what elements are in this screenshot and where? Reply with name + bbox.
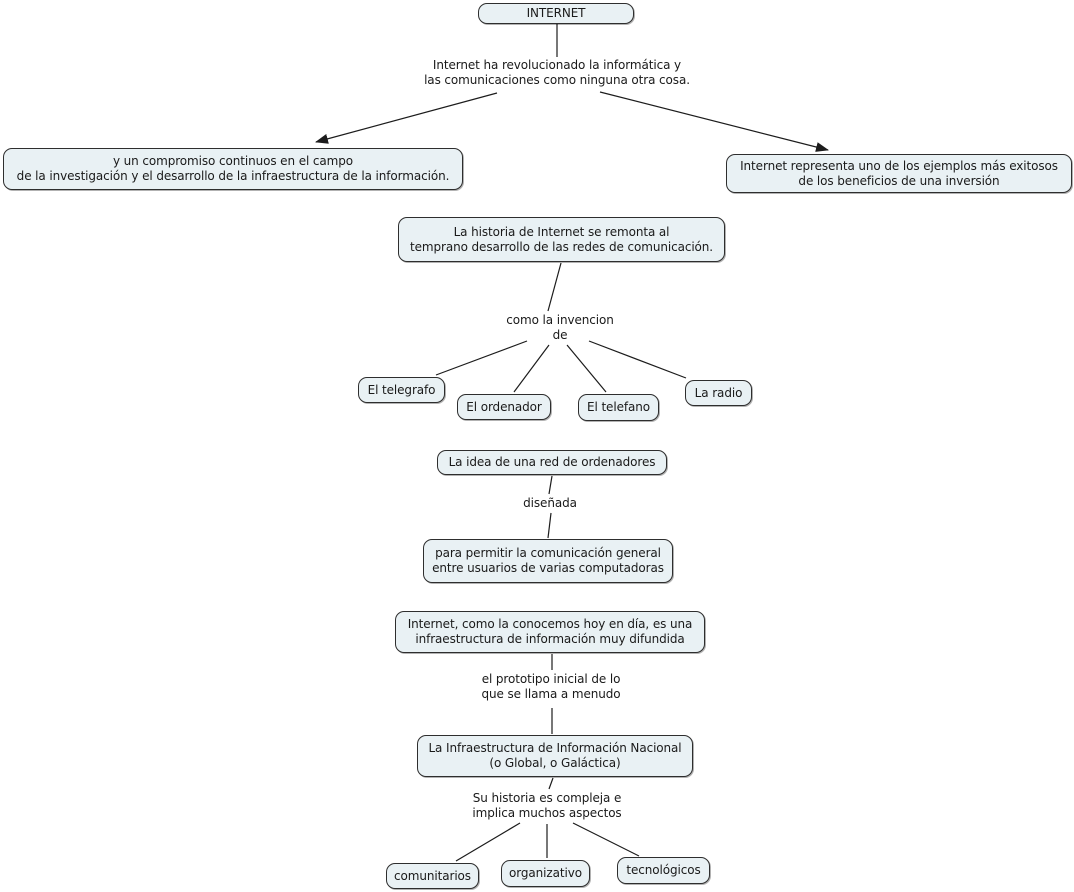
node-idea[interactable]: La idea de una red de ordenadores: [437, 450, 667, 475]
node-ordenador[interactable]: El ordenador: [457, 394, 551, 420]
phrase-prototipo[interactable]: el prototipo inicial de lo que se llama …: [481, 672, 621, 701]
node-internet-hoy[interactable]: Internet, como la conocemos hoy en día, …: [395, 611, 705, 653]
connector-idea-disenada: [548, 475, 553, 495]
phrase-su-historia[interactable]: Su historia es compleja e implica muchos…: [472, 791, 622, 820]
node-internet[interactable]: INTERNET: [478, 3, 634, 24]
node-organizativo[interactable]: organizativo: [501, 860, 590, 887]
node-representa[interactable]: Internet representa uno de los ejemplos …: [726, 154, 1072, 193]
connector-invencion-radio: [588, 340, 687, 379]
node-tecnologicos[interactable]: tecnológicos: [617, 857, 710, 884]
connector-suhistoria-tecnologicos: [572, 822, 640, 857]
phrase-revolucionado[interactable]: Internet ha revolucionado la informática…: [424, 58, 690, 87]
node-permitir[interactable]: para permitir la comunicación general en…: [423, 539, 673, 583]
node-infraestructura[interactable]: La Infraestructura de Información Nacion…: [417, 735, 693, 777]
node-historia[interactable]: La historia de Internet se remonta al te…: [398, 217, 725, 262]
node-telefano[interactable]: El telefano: [578, 394, 659, 421]
connector-revolucionado-compromiso: [315, 92, 498, 144]
connector-infraestructura-suhistoria: [548, 777, 554, 790]
connector-invencion-ordenador: [513, 344, 550, 393]
connector-invencion-telefano: [566, 344, 607, 393]
connector-suhistoria-comunitarios: [455, 822, 521, 862]
node-telegrafo[interactable]: El telegrafo: [358, 377, 445, 403]
phrase-invencion[interactable]: como la invencion de: [506, 313, 614, 342]
connector-disenada-permitir: [547, 512, 552, 539]
node-comunitarios[interactable]: comunitarios: [386, 863, 479, 889]
node-compromiso[interactable]: y un compromiso continuos en el campo de…: [3, 148, 463, 190]
connector-historia-invencion: [547, 262, 562, 312]
node-radio[interactable]: La radio: [685, 380, 752, 406]
phrase-disenada[interactable]: diseñada: [523, 496, 577, 510]
connector-revolucionado-representa: [599, 91, 829, 152]
connector-invencion-telegrafo: [435, 340, 528, 376]
